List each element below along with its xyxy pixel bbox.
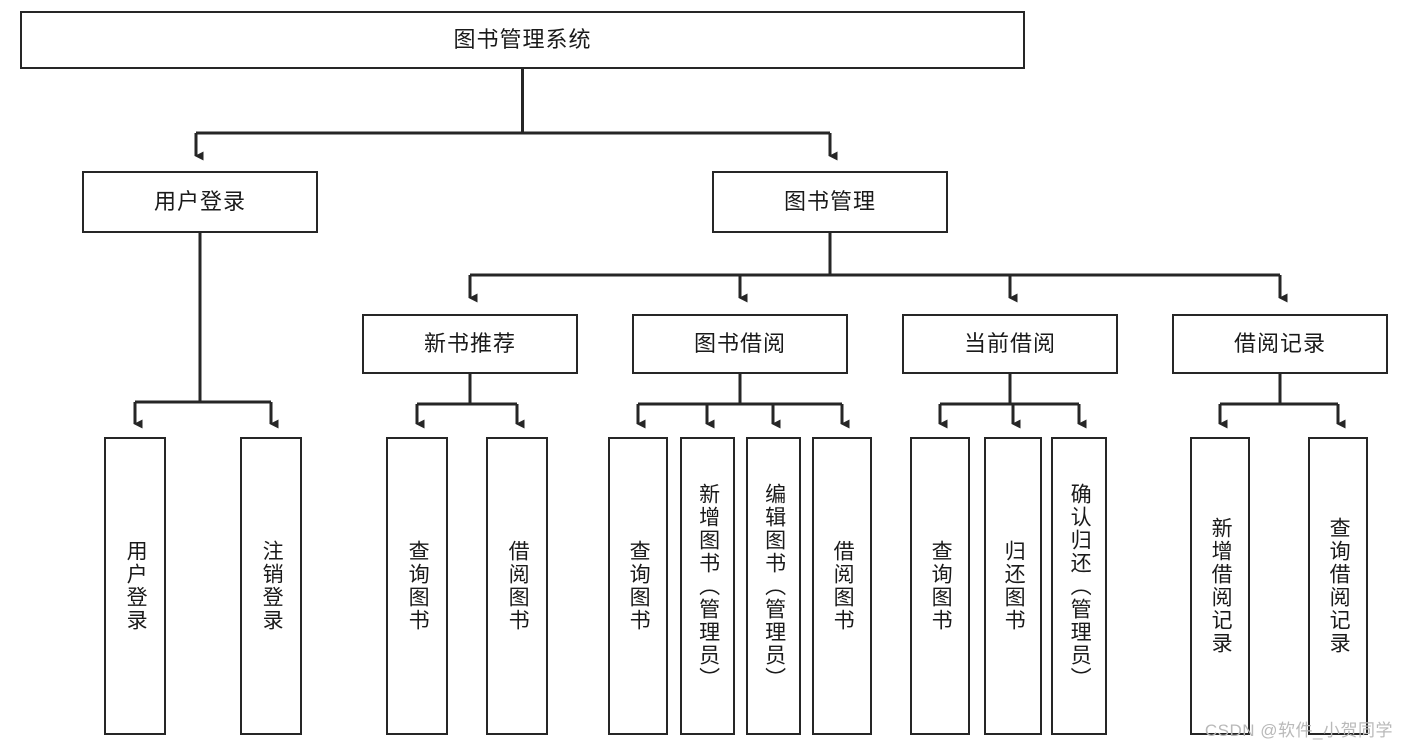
node-book-management-label: 图书管理	[783, 188, 876, 214]
node-user-login-leaf-label: 用户登录	[124, 540, 148, 632]
node-book-borrow-label: 图书借阅	[693, 330, 786, 356]
node-query-book-borrow[interactable]: 查询图书	[608, 437, 668, 735]
node-query-book-rec-label: 查询图书	[406, 540, 430, 632]
node-book-management[interactable]: 图书管理	[712, 171, 948, 233]
node-borrow-book-borrow[interactable]: 借阅图书	[812, 437, 872, 735]
node-add-book-admin-label: 新增图书（管理员）	[696, 482, 720, 690]
node-logout-leaf[interactable]: 注销登录	[240, 437, 302, 735]
node-root-label: 图书管理系统	[453, 26, 592, 52]
node-book-borrow[interactable]: 图书借阅	[632, 314, 848, 374]
node-new-book-recommend[interactable]: 新书推荐	[362, 314, 578, 374]
node-current-borrow-label: 当前借阅	[963, 330, 1056, 356]
node-add-borrow-record[interactable]: 新增借阅记录	[1190, 437, 1250, 735]
node-query-borrow-record[interactable]: 查询借阅记录	[1308, 437, 1368, 735]
node-borrow-record-label: 借阅记录	[1233, 330, 1326, 356]
node-edit-book-admin-label: 编辑图书（管理员）	[762, 482, 786, 690]
node-borrow-book-borrow-label: 借阅图书	[831, 540, 855, 632]
node-query-book-current-label: 查询图书	[929, 540, 953, 632]
node-borrow-book-rec-label: 借阅图书	[506, 540, 530, 632]
node-borrow-record[interactable]: 借阅记录	[1172, 314, 1388, 374]
node-logout-leaf-label: 注销登录	[260, 540, 284, 632]
node-query-borrow-record-label: 查询借阅记录	[1327, 517, 1351, 655]
node-root[interactable]: 图书管理系统	[20, 11, 1025, 69]
node-add-borrow-record-label: 新增借阅记录	[1209, 517, 1233, 655]
node-user-login[interactable]: 用户登录	[82, 171, 318, 233]
node-return-book-label: 归还图书	[1002, 540, 1026, 632]
node-return-book[interactable]: 归还图书	[984, 437, 1042, 735]
node-user-login-leaf[interactable]: 用户登录	[104, 437, 166, 735]
node-confirm-return-admin[interactable]: 确认归还（管理员）	[1051, 437, 1107, 735]
node-confirm-return-admin-label: 确认归还（管理员）	[1068, 482, 1092, 690]
node-query-book-rec[interactable]: 查询图书	[386, 437, 448, 735]
node-query-book-borrow-label: 查询图书	[627, 540, 651, 632]
node-new-book-recommend-label: 新书推荐	[423, 330, 516, 356]
node-current-borrow[interactable]: 当前借阅	[902, 314, 1118, 374]
node-borrow-book-rec[interactable]: 借阅图书	[486, 437, 548, 735]
csdn-watermark: CSDN @软件_小贺同学	[1204, 721, 1393, 740]
node-edit-book-admin[interactable]: 编辑图书（管理员）	[746, 437, 801, 735]
node-user-login-label: 用户登录	[153, 188, 246, 214]
node-query-book-current[interactable]: 查询图书	[910, 437, 970, 735]
node-add-book-admin[interactable]: 新增图书（管理员）	[680, 437, 735, 735]
